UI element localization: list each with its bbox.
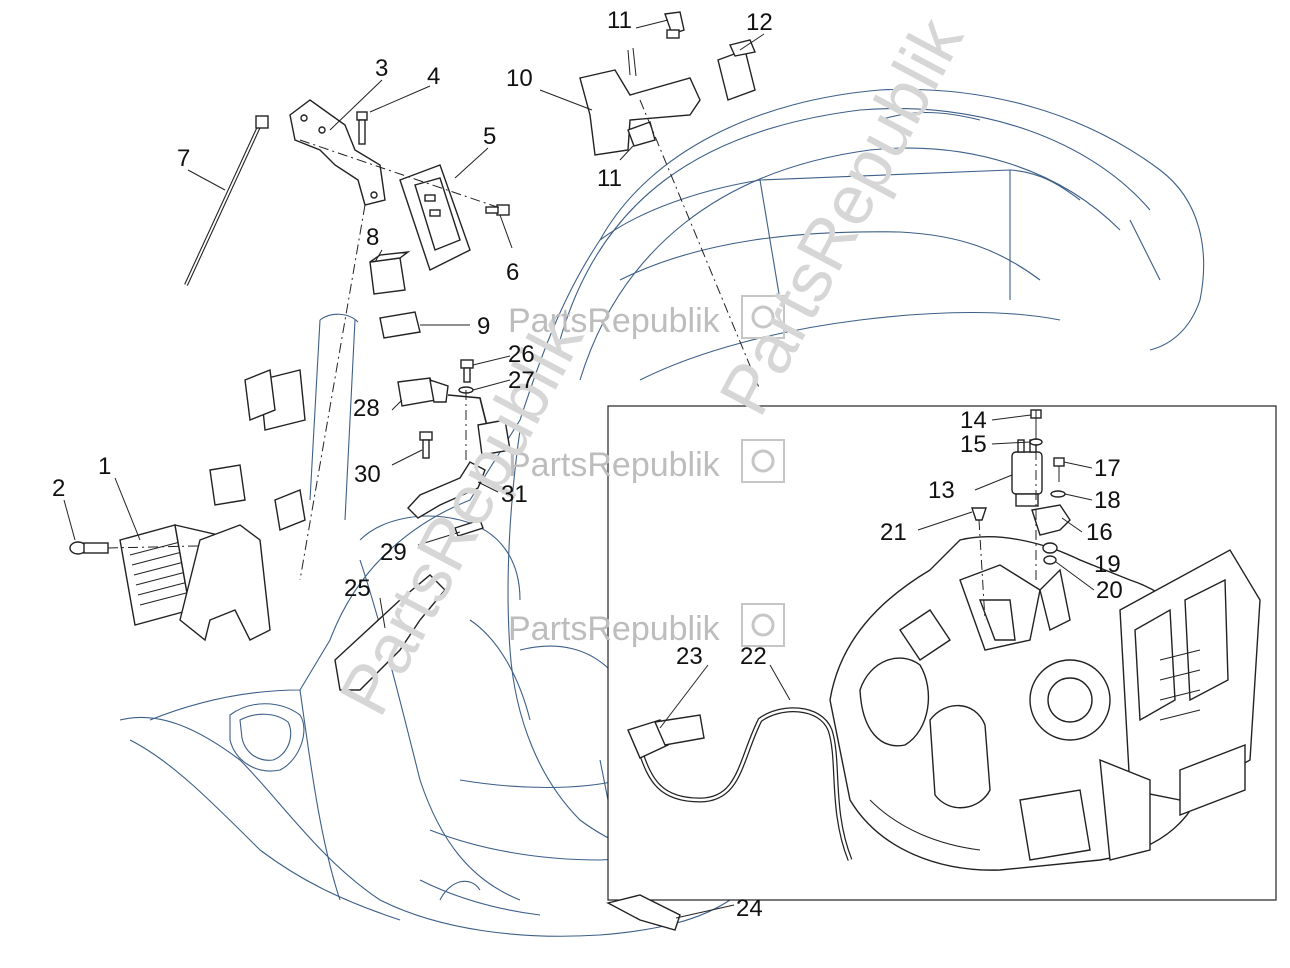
- callout-18: 18: [1094, 487, 1121, 514]
- callout-24: 24: [736, 895, 763, 922]
- part-31-bracket: [407, 461, 486, 519]
- mount-tab: [209, 464, 246, 506]
- scooter-body: [119, 88, 1205, 937]
- watermark-text: PartsRepublik: [508, 302, 721, 340]
- part-6-screw: [485, 204, 510, 216]
- callout-25: 25: [344, 575, 371, 602]
- part-26-screw: [460, 359, 474, 383]
- part-30-screw: [419, 431, 433, 459]
- callout-12: 12: [746, 9, 773, 36]
- callout-28: 28: [353, 395, 380, 422]
- part-13-solenoid: [1011, 439, 1043, 507]
- part-12-connector: [717, 39, 756, 101]
- callout-1: 1: [98, 453, 111, 480]
- callout-15: 15: [960, 431, 987, 458]
- part-4-screw: [356, 111, 368, 145]
- callout-31: 31: [501, 481, 528, 508]
- callout-7: 7: [177, 145, 190, 172]
- part-18-washer: [1050, 490, 1066, 498]
- leader-lines: [63, 19, 1095, 919]
- callout-23: 23: [676, 643, 703, 670]
- callout-21: 21: [880, 519, 907, 546]
- callout-26: 26: [508, 341, 535, 368]
- part-16-bracket: [1031, 504, 1071, 536]
- part-8-relay: [369, 251, 411, 295]
- watermark-text: PartsRepublik: [508, 610, 721, 648]
- part-5-control-unit: [399, 164, 471, 271]
- part-20-nut: [1043, 555, 1057, 565]
- callout-5: 5: [483, 123, 496, 150]
- callout-17: 17: [1094, 455, 1121, 482]
- watermark-gear-icon: [741, 295, 785, 647]
- part-24-cover: [606, 894, 681, 931]
- part-19-grommet: [1042, 542, 1058, 554]
- frame-bracket: [274, 489, 306, 531]
- callout-2: 2: [52, 475, 65, 502]
- callout-8: 8: [366, 224, 379, 251]
- part-25-cover: [334, 574, 446, 691]
- callout-11-bottom: 11: [597, 165, 622, 192]
- engine-assembly: [829, 536, 1261, 871]
- part-28-connector: [397, 377, 511, 456]
- callout-9: 9: [477, 313, 490, 340]
- callout-16: 16: [1086, 519, 1113, 546]
- callouts: 1 2 3 4 5 6 7 8 9 10 11 11 12 13 14 15 1…: [52, 7, 1123, 922]
- callout-10: 10: [506, 65, 533, 92]
- callout-30: 30: [354, 461, 381, 488]
- callout-29: 29: [380, 539, 407, 566]
- part-7-cable-tie: [184, 115, 269, 286]
- callout-11-top: 11: [607, 7, 632, 34]
- callout-14: 14: [960, 407, 987, 434]
- callout-19: 19: [1094, 551, 1121, 578]
- part-22-cable: [637, 707, 853, 861]
- callout-13: 13: [928, 477, 955, 504]
- part-11-grommet-top: [664, 11, 685, 39]
- part-11-grommet-bottom: [627, 121, 656, 147]
- part-3-bracket: [289, 99, 386, 206]
- callout-6: 6: [506, 259, 519, 286]
- callout-27: 27: [508, 367, 535, 394]
- callout-20: 20: [1096, 577, 1123, 604]
- callout-22: 22: [740, 643, 767, 670]
- callout-4: 4: [427, 63, 440, 90]
- part-23-connector: [627, 714, 705, 759]
- part-1-mount-bracket: [179, 524, 271, 642]
- part-10-bracket: [579, 47, 701, 156]
- frame-clamp-left: [244, 369, 276, 421]
- watermark-text: PartsRepublik: [508, 446, 721, 484]
- part-21-sensor: [971, 507, 987, 521]
- part-9-pad: [379, 311, 421, 339]
- callout-3: 3: [375, 55, 388, 82]
- part-2-bolt: [69, 541, 109, 555]
